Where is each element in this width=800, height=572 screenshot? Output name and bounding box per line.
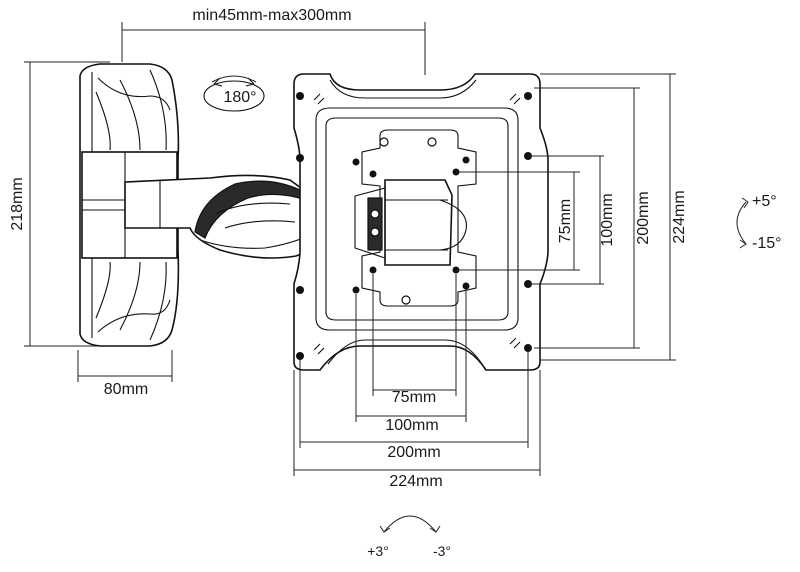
tv-plate bbox=[293, 73, 549, 371]
vesa-h-75-label: 75mm bbox=[557, 199, 574, 243]
tilt-indicator: +5° -15° bbox=[736, 193, 782, 252]
level-minus-label: -3° bbox=[433, 543, 451, 559]
wall-height-dimension: 218mm bbox=[9, 61, 110, 347]
vesa-w-100-label: 100mm bbox=[385, 417, 438, 434]
wall-width-dimension: 80mm bbox=[77, 350, 173, 398]
swivel-indicator: 180° bbox=[203, 75, 265, 112]
extension-label: min45mm-max300mm bbox=[192, 7, 351, 24]
vesa-vertical-dimensions: 75mm 100mm 200mm 224mm bbox=[456, 73, 688, 361]
plate-height-label: 224mm bbox=[671, 190, 688, 243]
wall-height-label: 218mm bbox=[9, 177, 26, 230]
vesa-h-200-label: 200mm bbox=[635, 191, 652, 244]
tilt-down-label: -15° bbox=[752, 235, 782, 252]
extension-dimension: min45mm-max300mm bbox=[121, 7, 426, 75]
extension-arm bbox=[124, 174, 313, 259]
vesa-h-100-label: 100mm bbox=[599, 193, 616, 246]
level-adjust-indicator: +3° -3° bbox=[367, 515, 451, 559]
vesa-w-75-label: 75mm bbox=[392, 389, 436, 406]
vesa-horizontal-dimensions: 75mm 100mm 200mm 224mm bbox=[293, 274, 541, 490]
wall-width-label: 80mm bbox=[104, 381, 148, 398]
vesa-w-200-label: 200mm bbox=[387, 444, 440, 461]
level-plus-label: +3° bbox=[367, 543, 389, 559]
plate-width-label: 224mm bbox=[389, 473, 442, 490]
swivel-label: 180° bbox=[223, 89, 256, 106]
tilt-up-label: +5° bbox=[752, 193, 777, 210]
